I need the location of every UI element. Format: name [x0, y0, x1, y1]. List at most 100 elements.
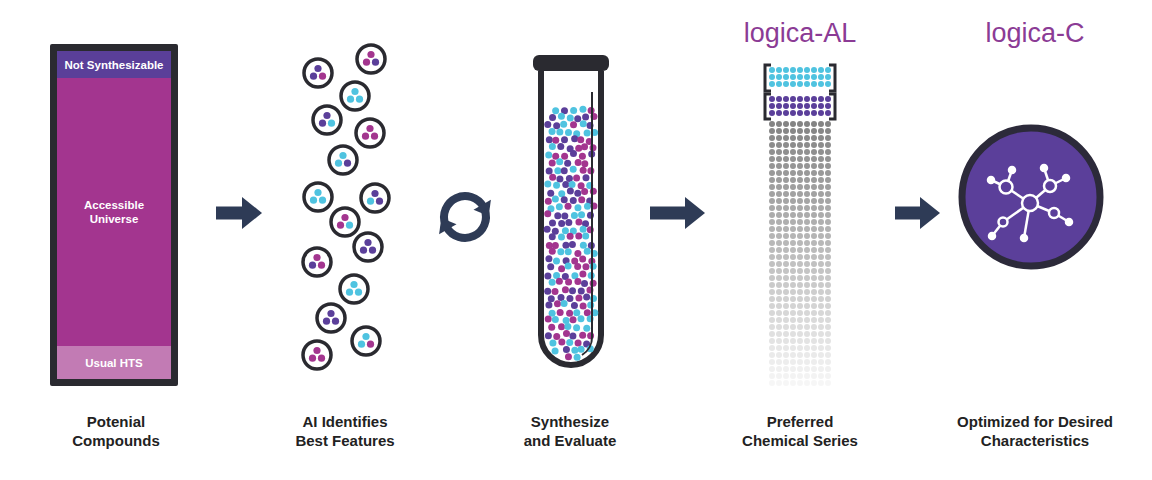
series-dot: [818, 81, 824, 87]
series-dot: [776, 170, 782, 176]
series-dot: [804, 149, 810, 155]
series-dot: [818, 103, 824, 109]
series-dot: [776, 331, 782, 337]
molecule-atom: [988, 177, 994, 183]
tube-dot: [571, 302, 578, 309]
tube-dot: [578, 346, 585, 353]
series-dot: [818, 352, 824, 358]
series-dot: [783, 121, 789, 127]
tube-dot: [583, 325, 590, 332]
series-dot: [769, 296, 775, 302]
series-dot: [804, 366, 810, 372]
tube-dot: [567, 233, 574, 240]
series-dot: [818, 289, 824, 295]
series-dot: [804, 289, 810, 295]
series-dot: [804, 324, 810, 330]
tube-dot: [552, 196, 559, 203]
series-dot: [776, 74, 782, 80]
series-dot: [804, 121, 810, 127]
series-dot: [825, 352, 831, 358]
tube-dot: [570, 121, 577, 128]
series-dot: [797, 110, 803, 116]
series-dot: [783, 247, 789, 253]
series-dot: [797, 359, 803, 365]
series-dot: [790, 198, 796, 204]
series-dot: [769, 303, 775, 309]
feature-dot: [371, 190, 378, 197]
molecule-atom: [1022, 195, 1038, 211]
series-dot: [811, 205, 817, 211]
tube-dot: [574, 115, 581, 122]
tube-dot: [556, 203, 563, 210]
tube-dot: [552, 348, 559, 355]
series-dot: [804, 191, 810, 197]
brand-heading: logica-AL: [711, 17, 889, 49]
feature-dot: [318, 262, 325, 269]
series-dot: [804, 373, 810, 379]
series-dot: [818, 198, 824, 204]
series-dot: [776, 380, 782, 386]
tube-dot: [547, 263, 554, 270]
series-dot: [797, 254, 803, 260]
series-dot: [783, 261, 789, 267]
series-dot: [769, 135, 775, 141]
feature-dot: [356, 96, 363, 103]
series-dot: [804, 233, 810, 239]
series-dot: [818, 268, 824, 274]
series-dot: [825, 254, 831, 260]
brand-heading: logica-C: [946, 17, 1124, 49]
series-dot: [769, 226, 775, 232]
tube-dot: [549, 219, 556, 226]
tube-dot: [565, 263, 572, 270]
series-dot: [811, 67, 817, 73]
series-dot: [776, 303, 782, 309]
series-dot: [790, 233, 796, 239]
series-dot: [797, 282, 803, 288]
feature-dot: [341, 214, 348, 221]
series-dot: [804, 331, 810, 337]
series-dot: [811, 177, 817, 183]
series-dot: [790, 261, 796, 267]
series-dot: [825, 96, 831, 102]
series-dot: [811, 74, 817, 80]
series-dot: [804, 345, 810, 351]
series-dot: [804, 317, 810, 323]
stage-caption: AI Identifies Best Features: [285, 412, 405, 450]
tube-dot: [580, 226, 587, 233]
tube-dot: [566, 339, 573, 346]
series-dot: [797, 149, 803, 155]
tube-dot: [573, 174, 580, 181]
series-dot: [818, 219, 824, 225]
series-dot: [825, 296, 831, 302]
tube-dot: [569, 241, 576, 248]
series-dot: [776, 345, 782, 351]
feature-dot: [346, 222, 353, 229]
series-dot: [818, 366, 824, 372]
circle-ring: [357, 45, 385, 73]
tube-dot: [573, 324, 580, 331]
tube-dot: [556, 129, 563, 136]
series-dot: [804, 110, 810, 116]
tube-dot: [545, 301, 552, 308]
tube-dot: [570, 316, 577, 323]
series-dot: [811, 352, 817, 358]
series-dot: [818, 128, 824, 134]
series-dot: [804, 226, 810, 232]
series-dot: [818, 359, 824, 365]
series-dot: [818, 324, 824, 330]
tube-dot: [549, 279, 556, 286]
series-dot: [804, 275, 810, 281]
series-dot: [811, 135, 817, 141]
tube-dot: [549, 310, 556, 317]
series-dot: [783, 254, 789, 260]
feature-dot: [319, 73, 326, 80]
series-dot: [804, 205, 810, 211]
tube-dot: [581, 188, 588, 195]
series-dot: [783, 373, 789, 379]
molecule-atom: [1041, 165, 1047, 171]
tube-dot: [556, 278, 563, 285]
tube-dot: [558, 265, 565, 272]
series-dot: [783, 96, 789, 102]
series-dot: [769, 96, 775, 102]
optimized-compound: logica-COptimized for Desired Characteri…: [946, 15, 1124, 455]
